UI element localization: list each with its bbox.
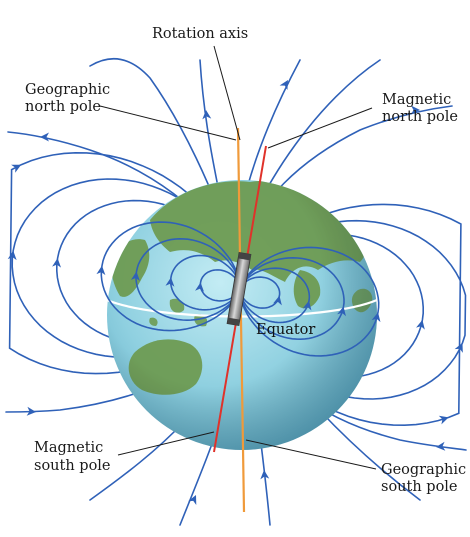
field-arrow-open-south-4 bbox=[26, 406, 36, 416]
label-geographic-north-2: north pole bbox=[25, 99, 101, 115]
field-loop-inner-left-4 bbox=[100, 221, 241, 332]
field-arrow-inner-right-2 bbox=[302, 300, 312, 311]
label-geographic-south-1: Geographic bbox=[381, 462, 466, 478]
field-arrow-inner-right-1 bbox=[273, 295, 282, 306]
field-loop-inner-left-2 bbox=[169, 254, 241, 311]
field-arrow-inner-left-3 bbox=[130, 271, 140, 281]
leader-rotation-axis bbox=[213, 45, 241, 141]
label-geographic-north-1: Geographic bbox=[25, 82, 110, 98]
leader-magnetic-south bbox=[117, 431, 215, 456]
field-arrow-open-south-1 bbox=[260, 470, 270, 480]
leader-geographic-south bbox=[245, 439, 377, 470]
field-arrow-inner-right-3 bbox=[337, 306, 346, 317]
field-arrow-outer-right-3 bbox=[438, 415, 449, 425]
field-arrow-open-north-1 bbox=[202, 110, 212, 120]
field-arrow-open-south-3 bbox=[436, 441, 446, 451]
field-arrow-outer-left-2 bbox=[7, 250, 17, 261]
field-arrow-inner-left-4 bbox=[96, 265, 106, 276]
label-magnetic-south-1: Magnetic bbox=[34, 440, 103, 456]
bar-magnet bbox=[226, 252, 252, 326]
leader-geographic-north bbox=[99, 105, 237, 141]
label-magnetic-south-2: south pole bbox=[34, 458, 111, 474]
field-arrow-outer-right-2 bbox=[454, 342, 463, 353]
label-magnetic-north-1: Magnetic bbox=[382, 92, 451, 108]
rotation-axis-line bbox=[236, 127, 246, 513]
equator-line bbox=[106, 298, 378, 318]
field-loop-inner-right-1 bbox=[239, 276, 281, 309]
leader-magnetic-north bbox=[267, 107, 373, 149]
field-direction-arrows bbox=[7, 80, 463, 506]
field-arrow-outer-right-1 bbox=[416, 319, 425, 330]
field-loop-inner-left-3 bbox=[135, 237, 241, 322]
label-magnetic-north-2: north pole bbox=[382, 109, 458, 125]
field-arrow-open-south-2 bbox=[188, 495, 197, 506]
field-arrow-outer-left-3 bbox=[11, 164, 22, 173]
field-arrow-inner-left-1 bbox=[195, 282, 204, 292]
field-arrow-open-north-4 bbox=[40, 132, 49, 142]
field-lines-inner bbox=[100, 221, 380, 357]
field-arrow-inner-right-4 bbox=[371, 312, 381, 323]
leader-lines bbox=[99, 45, 377, 470]
label-equator: Equator bbox=[256, 322, 315, 338]
field-loop-inner-right-3 bbox=[239, 256, 345, 341]
label-geographic-south-2: south pole bbox=[381, 479, 458, 495]
field-arrow-open-north-3 bbox=[411, 105, 420, 115]
label-rotation-axis: Rotation axis bbox=[152, 26, 248, 42]
field-arrow-inner-left-2 bbox=[165, 277, 175, 287]
field-arrow-outer-left-1 bbox=[52, 258, 62, 268]
field-arrow-open-north-2 bbox=[279, 80, 288, 91]
field-loop-inner-right-4 bbox=[239, 246, 380, 357]
